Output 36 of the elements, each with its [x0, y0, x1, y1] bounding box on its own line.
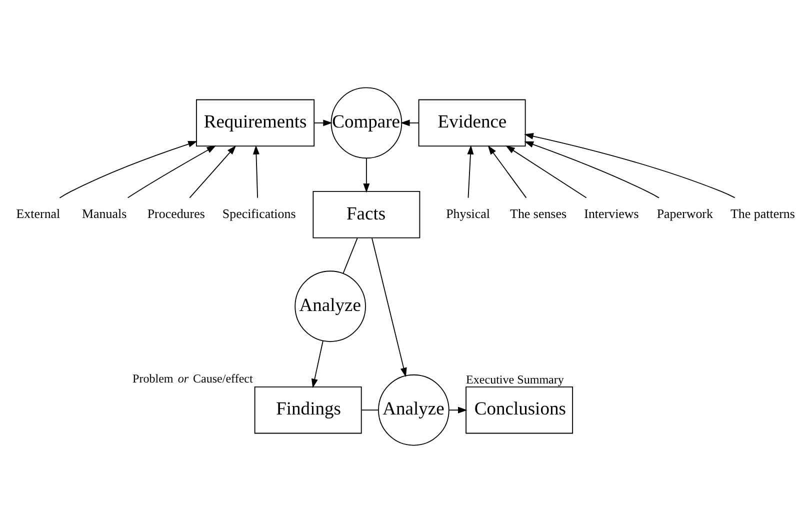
node-text: Specifications [222, 206, 296, 221]
node-text: Manuals [82, 206, 127, 221]
connector [342, 237, 358, 274]
node-circle: Analyze [378, 374, 450, 446]
arrow [189, 144, 236, 198]
node-label: Problem or Cause/effect [132, 371, 253, 386]
node-box: Findings [254, 386, 362, 434]
arrow [506, 145, 587, 198]
arrow [524, 132, 736, 198]
node-box: Evidence [418, 98, 526, 146]
arrow [467, 144, 474, 198]
node-circle: Compare [330, 86, 402, 158]
arrow [314, 119, 332, 126]
node-text: Interviews [584, 206, 639, 221]
node-text: The senses [510, 206, 567, 221]
arrow [252, 144, 260, 198]
arrow [127, 145, 216, 198]
node-text: Paperwork [656, 206, 713, 221]
arrow [59, 140, 198, 198]
node-label: Executive Summary [466, 372, 564, 386]
arrow [311, 340, 324, 388]
arrow [363, 157, 370, 192]
node-box: Requirements [196, 98, 315, 146]
node-box: Conclusions [466, 386, 574, 434]
arrow [448, 406, 468, 413]
arrow [488, 144, 527, 198]
arrow [524, 140, 660, 198]
node-text: The patterns [730, 206, 795, 221]
node-text: Procedures [147, 206, 205, 221]
node-text: External [16, 206, 60, 221]
connector [361, 409, 379, 410]
node-box: Facts [312, 190, 420, 238]
node-circle: Analyze [294, 270, 366, 342]
arrow [400, 119, 420, 126]
arrow [372, 237, 407, 377]
node-text: Physical [446, 206, 490, 221]
